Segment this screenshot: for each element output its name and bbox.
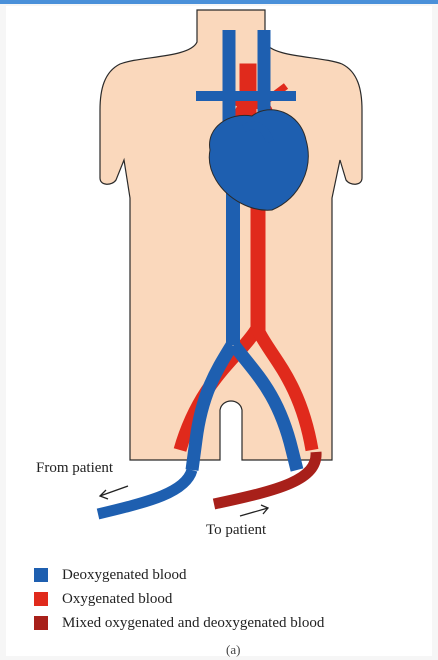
legend: Deoxygenated blood Oxygenated blood Mixe… [34,563,324,635]
from-patient-label: From patient [36,460,113,477]
legend-swatch [34,616,48,630]
legend-swatch [34,592,48,606]
legend-label: Oxygenated blood [62,591,172,608]
direction-arrow-from [100,486,128,499]
legend-item-oxygenated: Oxygenated blood [34,587,324,611]
legend-label: Deoxygenated blood [62,567,187,584]
legend-label: Mixed oxygenated and deoxygenated blood [62,615,324,632]
figure-caption: (a) [226,642,240,658]
legend-swatch [34,568,48,582]
legend-item-deoxygenated: Deoxygenated blood [34,563,324,587]
legend-item-mixed: Mixed oxygenated and deoxygenated blood [34,611,324,635]
direction-arrow-to [240,505,268,516]
to-patient-label: To patient [206,522,266,539]
